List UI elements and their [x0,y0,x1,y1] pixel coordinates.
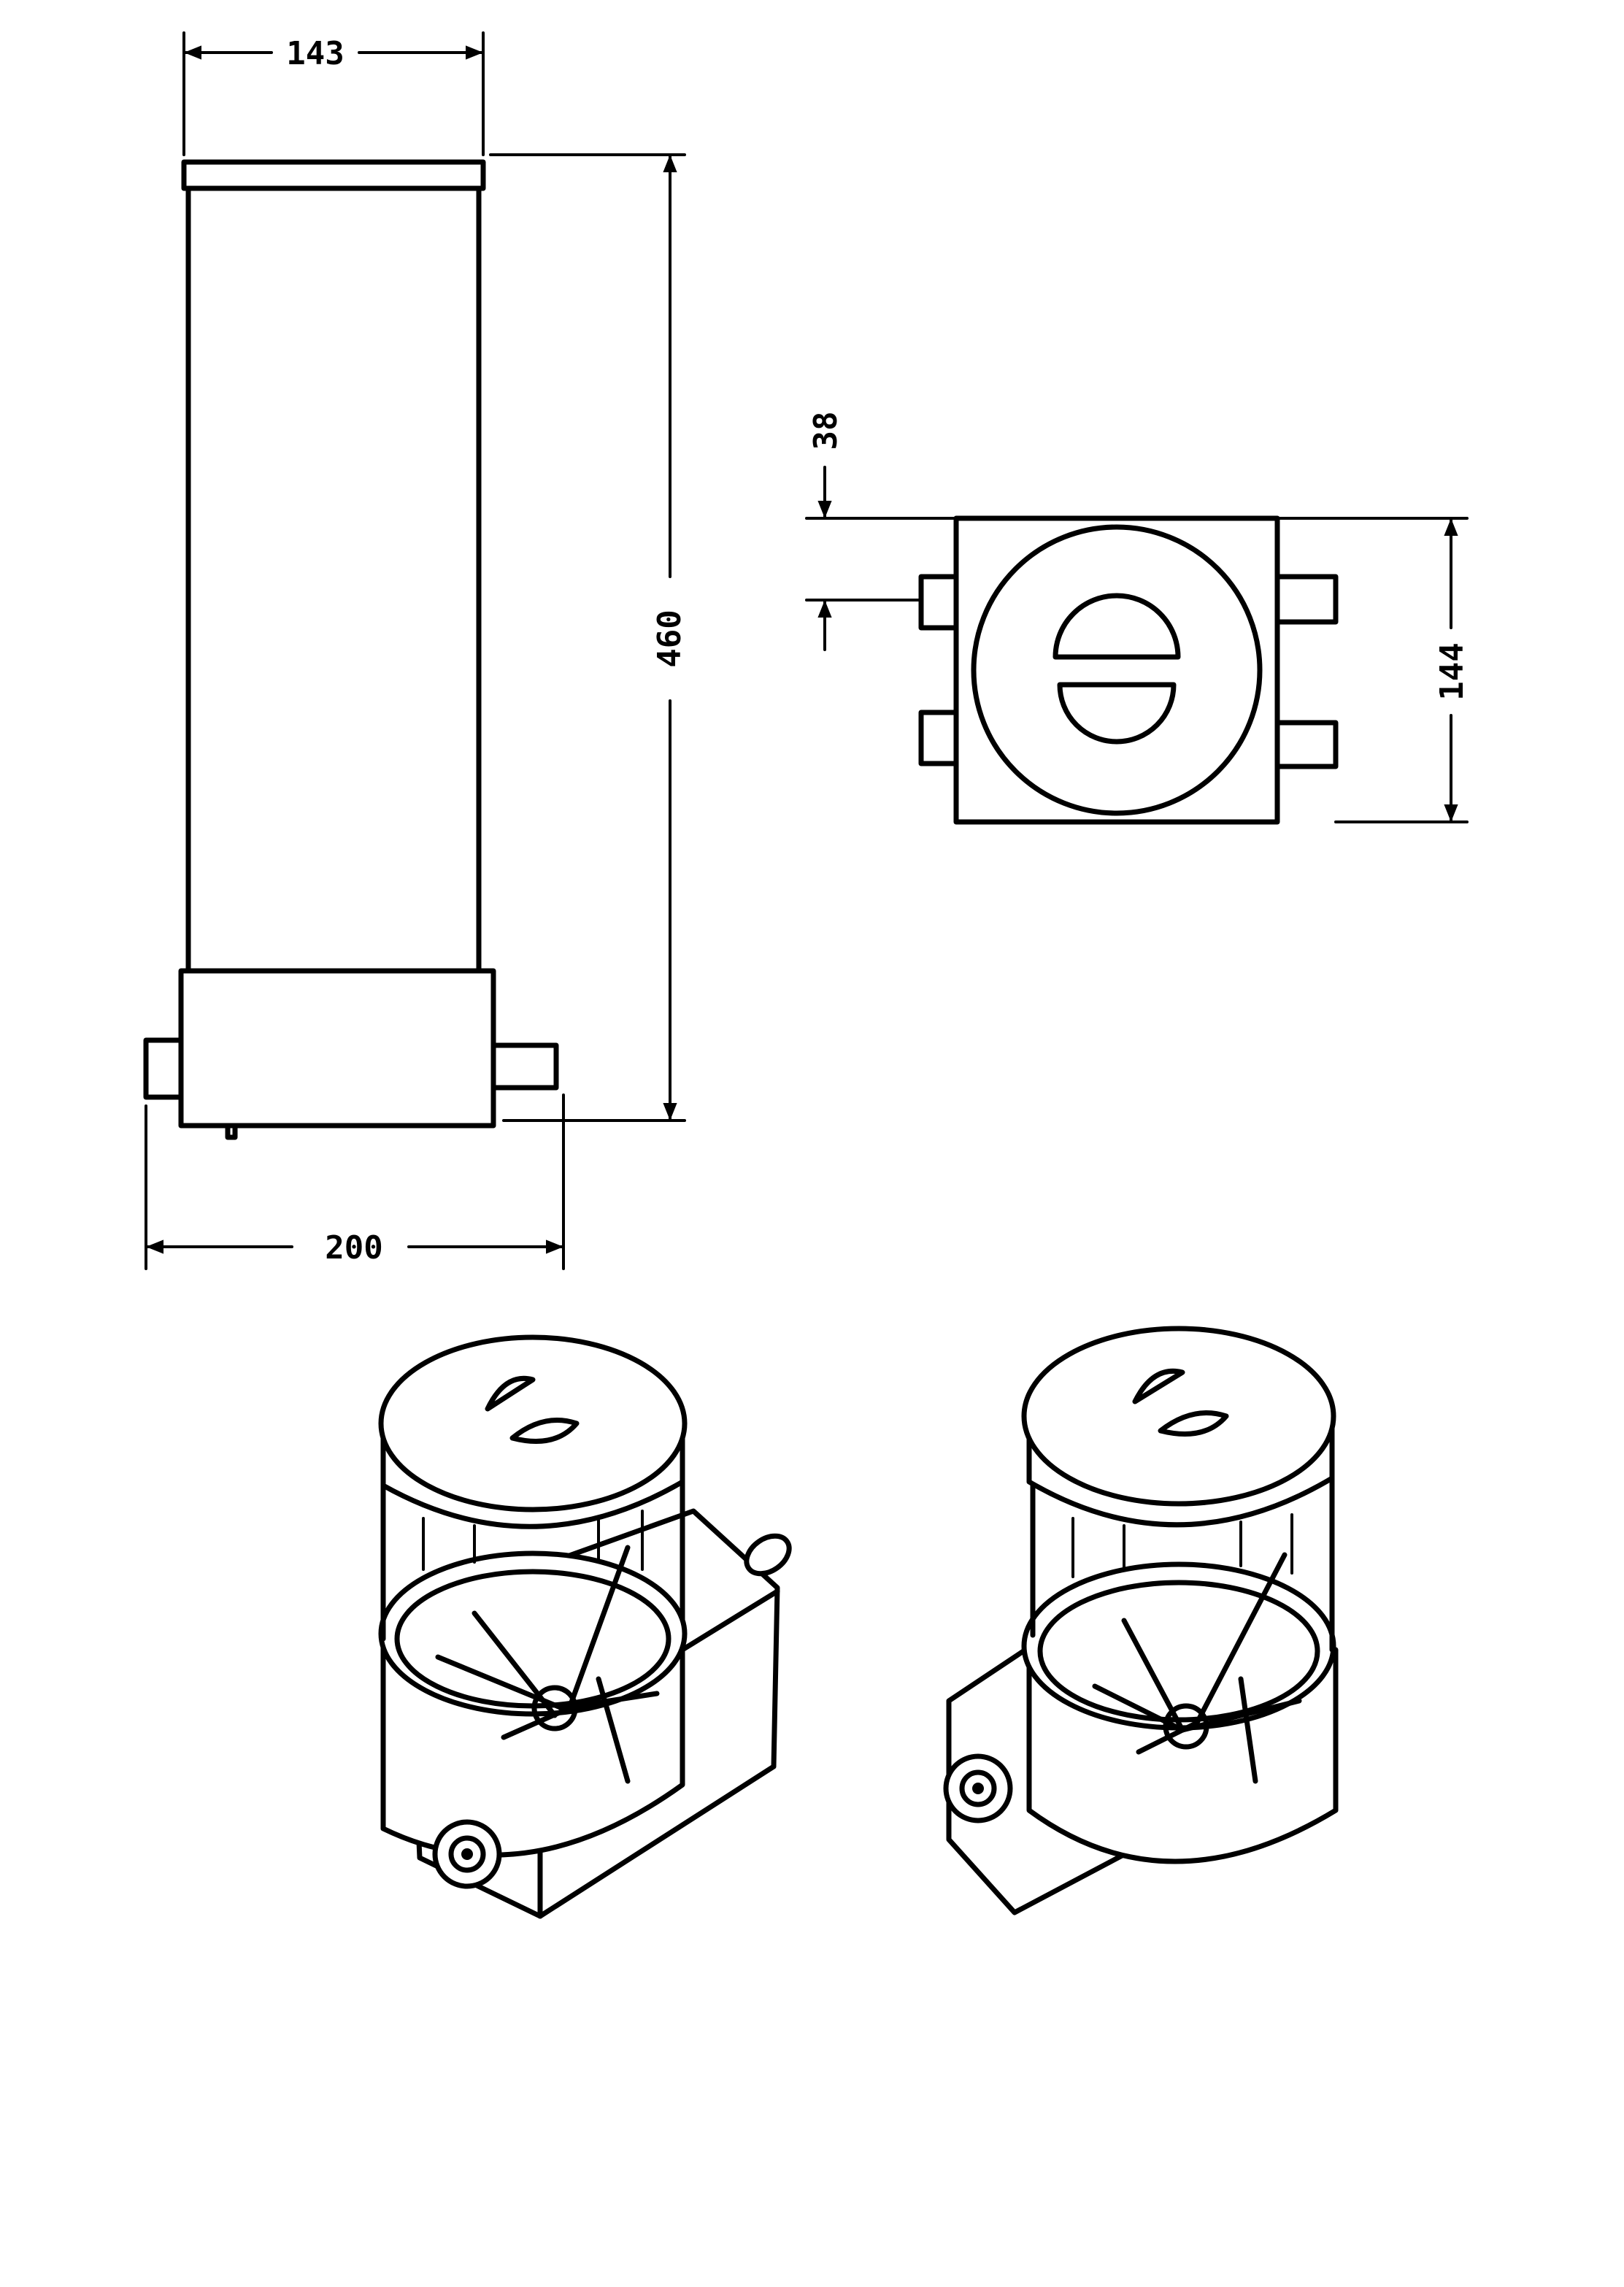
isometric-right [943,1326,1339,1915]
dimension-width-top: 143 [182,31,485,156]
dimension-depth: 144 [1276,517,1471,823]
isometric-left [378,1334,792,1919]
dimension-label-143: 143 [286,35,344,72]
top-plan [918,515,1339,825]
dimension-offset: 38 [805,412,958,651]
dimension-label-144: 144 [1433,642,1471,700]
dimension-label-200: 200 [325,1229,382,1267]
front-elevation [143,159,559,1140]
dimension-height: 460 [489,153,688,1122]
dimension-label-38: 38 [807,412,844,450]
dimension-width-base: 200 [145,1093,565,1270]
dimension-label-460: 460 [651,610,688,667]
